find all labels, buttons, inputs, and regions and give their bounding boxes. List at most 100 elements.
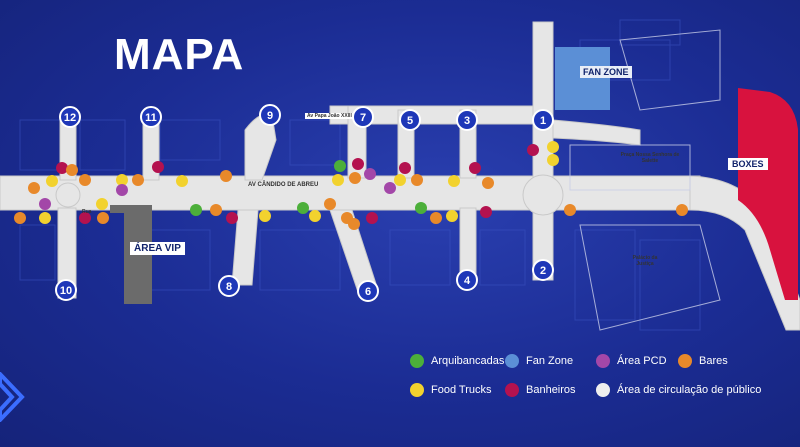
legend-bares: Bares <box>678 354 728 368</box>
roundabout-left <box>55 182 81 208</box>
facility-dot <box>210 204 222 216</box>
legend-label: Área de circulação de público <box>617 384 762 396</box>
boxes-area <box>738 88 798 300</box>
facility-dot <box>352 158 364 170</box>
facility-dot <box>152 161 164 173</box>
purple-dot-icon <box>596 354 610 368</box>
gate-marker-1: 1 <box>532 109 554 131</box>
gate-marker-2: 2 <box>532 259 554 281</box>
facility-dot <box>334 160 346 172</box>
small-street-label: Rua <box>82 209 92 215</box>
legend-fan-zone: Fan Zone <box>505 354 573 368</box>
legend-circulacao: Área de circulação de público <box>596 383 761 397</box>
gate-marker-10: 10 <box>55 279 77 301</box>
facility-dot <box>39 212 51 224</box>
area-vip-label: ÁREA VIP <box>130 242 185 255</box>
gate-marker-11: 11 <box>140 106 162 128</box>
facility-dot <box>79 174 91 186</box>
facility-dot <box>66 164 78 176</box>
facility-dot <box>220 170 232 182</box>
gate-marker-3: 3 <box>456 109 478 131</box>
palacio-label: Palácio da Justiça <box>632 255 658 267</box>
facility-dot <box>430 212 442 224</box>
gate-number: 9 <box>267 110 273 122</box>
facility-dot <box>446 210 458 222</box>
vip-area <box>124 208 152 304</box>
map-legend: Arquibancadas Fan Zone Área PCD Bares Fo… <box>410 354 790 404</box>
facility-dot <box>415 202 427 214</box>
white-dot-icon <box>596 383 610 397</box>
legend-label: Bares <box>699 355 728 367</box>
gate-number: 2 <box>540 265 546 277</box>
facility-dot <box>480 206 492 218</box>
page-title: MAPA <box>114 30 245 79</box>
legend-label: Food Trucks <box>431 384 492 396</box>
gate-marker-9: 9 <box>259 104 281 126</box>
chevron-right-icon <box>0 372 25 422</box>
facility-dot <box>190 204 202 216</box>
fanzone-curve <box>552 119 641 146</box>
facility-dot <box>366 212 378 224</box>
facility-dot <box>97 212 109 224</box>
gate-number: 1 <box>540 115 546 127</box>
orange-dot-icon <box>678 354 692 368</box>
green-dot-icon <box>410 354 424 368</box>
gate-number: 3 <box>464 115 470 127</box>
facility-dot <box>96 198 108 210</box>
facility-dots <box>14 141 688 230</box>
facility-dot <box>116 184 128 196</box>
legend-banheiros: Banheiros <box>505 383 576 397</box>
gate-marker-7: 7 <box>352 106 374 128</box>
avenue-label: AV CÂNDIDO DE ABREU <box>248 182 319 188</box>
facility-dot <box>394 174 406 186</box>
gate-number: 10 <box>60 285 72 297</box>
legend-area-pcd: Área PCD <box>596 354 667 368</box>
facility-dot <box>676 204 688 216</box>
facility-dot <box>399 162 411 174</box>
gate-marker-8: 8 <box>218 275 240 297</box>
fan-zone-area <box>555 47 610 110</box>
facility-dot <box>297 202 309 214</box>
facility-dot <box>39 198 51 210</box>
facility-dot <box>448 175 460 187</box>
facility-dot <box>56 162 68 174</box>
gate-number: 5 <box>407 115 413 127</box>
right-buildings <box>569 29 721 331</box>
facility-dot <box>547 154 559 166</box>
street-4 <box>459 207 477 279</box>
facility-dot <box>309 210 321 222</box>
background-blocks <box>19 19 701 331</box>
facility-dot <box>547 141 559 153</box>
facility-dot <box>384 182 396 194</box>
yellow-dot-icon <box>410 383 424 397</box>
facility-dot <box>132 174 144 186</box>
facility-dot <box>332 174 344 186</box>
facility-dot <box>226 212 238 224</box>
av-papa-label: Av Papa João XXIII <box>305 113 354 119</box>
legend-label: Fan Zone <box>526 355 574 367</box>
legend-label: Arquibancadas <box>431 355 505 367</box>
facility-dot <box>348 218 360 230</box>
legend-label: Área PCD <box>617 355 667 367</box>
fan-zone-label: FAN ZONE <box>580 66 632 78</box>
facility-dot <box>469 162 481 174</box>
facility-dot <box>176 175 188 187</box>
gate-number: 11 <box>145 112 157 124</box>
facility-dot <box>259 210 271 222</box>
magenta-dot-icon <box>505 383 519 397</box>
street-8 <box>231 209 259 286</box>
facility-dot <box>28 182 40 194</box>
facility-dot <box>482 177 494 189</box>
facility-dot <box>324 198 336 210</box>
gate-marker-12: 12 <box>59 106 81 128</box>
gate-marker-5: 5 <box>399 109 421 131</box>
boxes-label: BOXES <box>728 158 768 170</box>
gate-number: 6 <box>365 286 371 298</box>
roundabout-right <box>522 174 564 216</box>
gate-marker-6: 6 <box>357 280 379 302</box>
gate-number: 8 <box>226 281 232 293</box>
facility-dot <box>364 168 376 180</box>
